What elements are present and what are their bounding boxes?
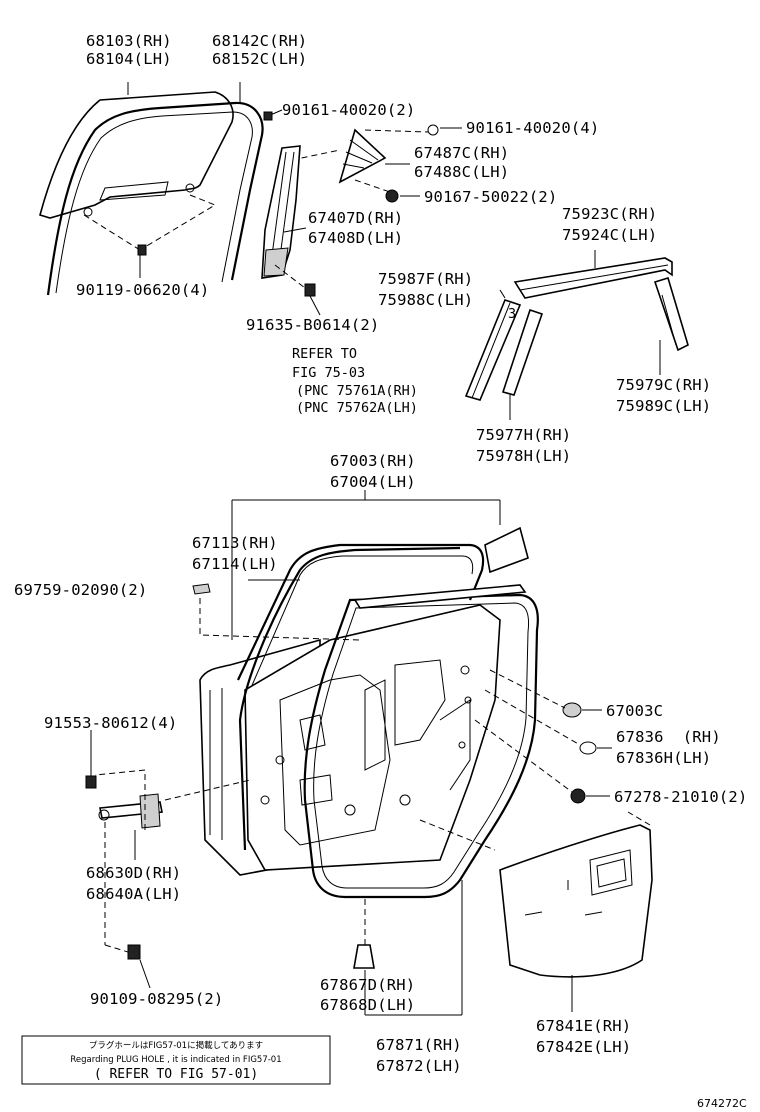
label-90119: 90119-06620(4) bbox=[76, 281, 209, 299]
bolt-90119 bbox=[83, 194, 217, 256]
label-75979c: 75979C(RH) bbox=[616, 376, 711, 394]
label-pnc-75761a: (PNC 75761A(RH) bbox=[296, 383, 418, 399]
bolt-91553 bbox=[85, 730, 97, 789]
label-75978h: 75978H(LH) bbox=[476, 447, 571, 465]
label-67278: 67278-21010(2) bbox=[614, 788, 747, 806]
clip-67003c bbox=[489, 669, 602, 718]
door-trim-67841e bbox=[419, 811, 653, 1012]
note-refer: ( REFER TO FIG 57-01) bbox=[94, 1067, 258, 1082]
label-67867d: 67867D(RH) bbox=[320, 976, 415, 994]
label-67871: 67871(RH) bbox=[376, 1036, 462, 1054]
clip-67867 bbox=[353, 880, 463, 1016]
label-91635: 91635-B0614(2) bbox=[246, 316, 379, 334]
label-90167: 90167-50022(2) bbox=[424, 188, 557, 206]
label-75988c: 75988C(LH) bbox=[378, 291, 473, 309]
svg-text:3: 3 bbox=[508, 306, 516, 322]
note-japanese: プラグホールはFIG57-01に掲載してあります bbox=[89, 1040, 263, 1051]
weatherstrip-67113 bbox=[238, 546, 461, 851]
label-67487c: 67487C(RH) bbox=[414, 144, 509, 162]
label-75977h: 75977H(RH) bbox=[476, 426, 571, 444]
plug-69759 bbox=[192, 583, 361, 641]
label-90109: 90109-08295(2) bbox=[90, 990, 223, 1008]
label-91553: 91553-80612(4) bbox=[44, 714, 177, 732]
moulding-75923c bbox=[513, 250, 689, 375]
grommet-67836 bbox=[484, 689, 612, 755]
bracket-67003-lines bbox=[231, 490, 501, 640]
door-check-68630 bbox=[94, 769, 251, 945]
label-75987f: 75987F(RH) bbox=[378, 270, 473, 288]
note-english: Regarding PLUG HOLE , it is indicated in… bbox=[70, 1055, 281, 1065]
bolt-90109 bbox=[104, 944, 151, 989]
label-67114: 67114(LH) bbox=[192, 555, 278, 573]
label-69759: 69759-02090(2) bbox=[14, 581, 147, 599]
label-pnc-75762a: (PNC 75762A(LH) bbox=[296, 400, 418, 416]
label-67872: 67872(LH) bbox=[376, 1057, 462, 1075]
label-67868d: 67868D(LH) bbox=[320, 996, 415, 1014]
label-68104: 68104(LH) bbox=[86, 50, 172, 68]
label-67842e: 67842E(LH) bbox=[536, 1038, 631, 1056]
label-75923c: 75923C(RH) bbox=[562, 205, 657, 223]
label-67407d: 67407D(RH) bbox=[308, 209, 403, 227]
label-68630d: 68630D(RH) bbox=[86, 864, 181, 882]
label-67003c: 67003C bbox=[606, 702, 663, 720]
label-68152c: 68152C(LH) bbox=[212, 50, 307, 68]
label-refer-to: REFER TO bbox=[292, 346, 357, 362]
run-channel-68142c bbox=[46, 101, 264, 296]
label-68640a: 68640A(LH) bbox=[86, 885, 181, 903]
label-90161-4: 90161-40020(4) bbox=[466, 119, 599, 137]
label-75924c: 75924C(LH) bbox=[562, 226, 657, 244]
bolt-91635 bbox=[274, 264, 321, 316]
garnish-75987f: 3 bbox=[464, 299, 522, 401]
label-fig-75-03: FIG 75-03 bbox=[292, 365, 365, 381]
label-67841e: 67841E(RH) bbox=[536, 1017, 631, 1035]
label-67488c: 67488C(LH) bbox=[414, 163, 509, 181]
label-67004: 67004(LH) bbox=[330, 473, 416, 491]
screw-90161-left bbox=[263, 111, 273, 121]
seal-upper bbox=[353, 584, 527, 609]
label-67113: 67113(RH) bbox=[192, 534, 278, 552]
weatherstrip-67871 bbox=[303, 593, 539, 899]
label-67003: 67003(RH) bbox=[330, 452, 416, 470]
label-75989c: 75989C(LH) bbox=[616, 397, 711, 415]
label-68142c: 68142C(RH) bbox=[212, 32, 307, 50]
label-90161-2: 90161-40020(2) bbox=[282, 101, 415, 119]
division-bar-67407d bbox=[261, 145, 301, 279]
label-67836: 67836 (RH) bbox=[616, 728, 721, 746]
door-shell-67003 bbox=[199, 543, 501, 876]
garnish-75977h bbox=[501, 308, 544, 420]
panel-67003-film bbox=[484, 526, 529, 574]
label-68103: 68103(RH) bbox=[86, 32, 172, 50]
label-67408d: 67408D(LH) bbox=[308, 229, 403, 247]
plug-hole-note-box: プラグホールはFIG57-01に掲載してあります Regarding PLUG … bbox=[21, 1035, 331, 1085]
figure-id: 674272C bbox=[697, 1097, 747, 1110]
part-labels: 68103(RH) 68104(LH) 68142C(RH) 68152C(LH… bbox=[14, 32, 747, 1075]
clip-67278 bbox=[474, 719, 610, 804]
label-67836h: 67836H(LH) bbox=[616, 749, 711, 767]
garnish-67487c bbox=[338, 124, 462, 203]
